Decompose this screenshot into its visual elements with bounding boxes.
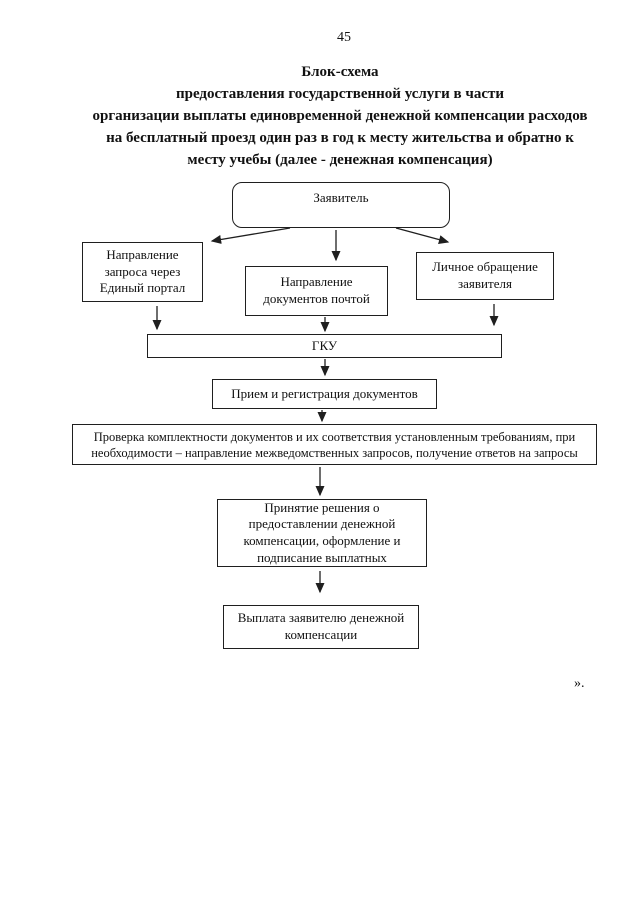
flow-node-personal-visit: Личное обращение заявителя <box>416 252 554 300</box>
flow-node-decision: Принятие решения о предоставлении денежн… <box>217 499 427 567</box>
flow-node-documents-by-mail: Направление документов почтой <box>245 266 388 316</box>
flow-node-gku: ГКУ <box>147 334 502 358</box>
document-title: Блок-схема предоставления государственно… <box>92 64 588 168</box>
flow-node-payment: Выплата заявителю денежной компенсации <box>223 605 419 649</box>
flow-node-reception-registration: Прием и регистрация документов <box>212 379 437 409</box>
arrow-applicant-to-portal <box>210 227 291 244</box>
flow-node-applicant: Заявитель <box>232 182 450 228</box>
closing-quote-mark: ». <box>574 676 585 691</box>
flow-node-portal-request: Направление запроса через Единый портал <box>82 242 203 302</box>
page-number: 45 <box>337 30 351 45</box>
flow-node-completeness-check: Проверка комплектности документов и их с… <box>72 424 597 465</box>
arrow-applicant-to-personal <box>395 227 450 245</box>
